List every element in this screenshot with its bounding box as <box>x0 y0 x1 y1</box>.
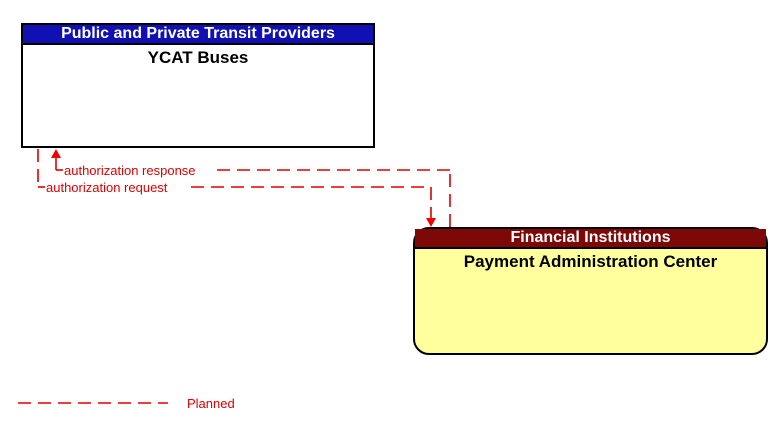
flow-label-authorization-response: authorization response <box>64 163 196 178</box>
entity-name-ycat-buses: YCAT Buses <box>147 48 249 67</box>
request-arrowhead-down <box>426 218 436 227</box>
legend-label-planned: Planned <box>187 396 235 411</box>
entity-name-payment-administration-center: Payment Administration Center <box>463 252 718 271</box>
flow-label-authorization-request: authorization request <box>46 180 168 195</box>
response-arrowhead-up <box>51 149 61 158</box>
entity-header-financial-institutions: Financial Institutions <box>415 229 766 249</box>
entity-box-transit-providers: Public and Private Transit Providers YCA… <box>21 23 375 148</box>
entity-box-financial-institutions: Financial Institutions Payment Administr… <box>413 227 768 355</box>
entity-header-transit-providers: Public and Private Transit Providers <box>23 25 373 45</box>
